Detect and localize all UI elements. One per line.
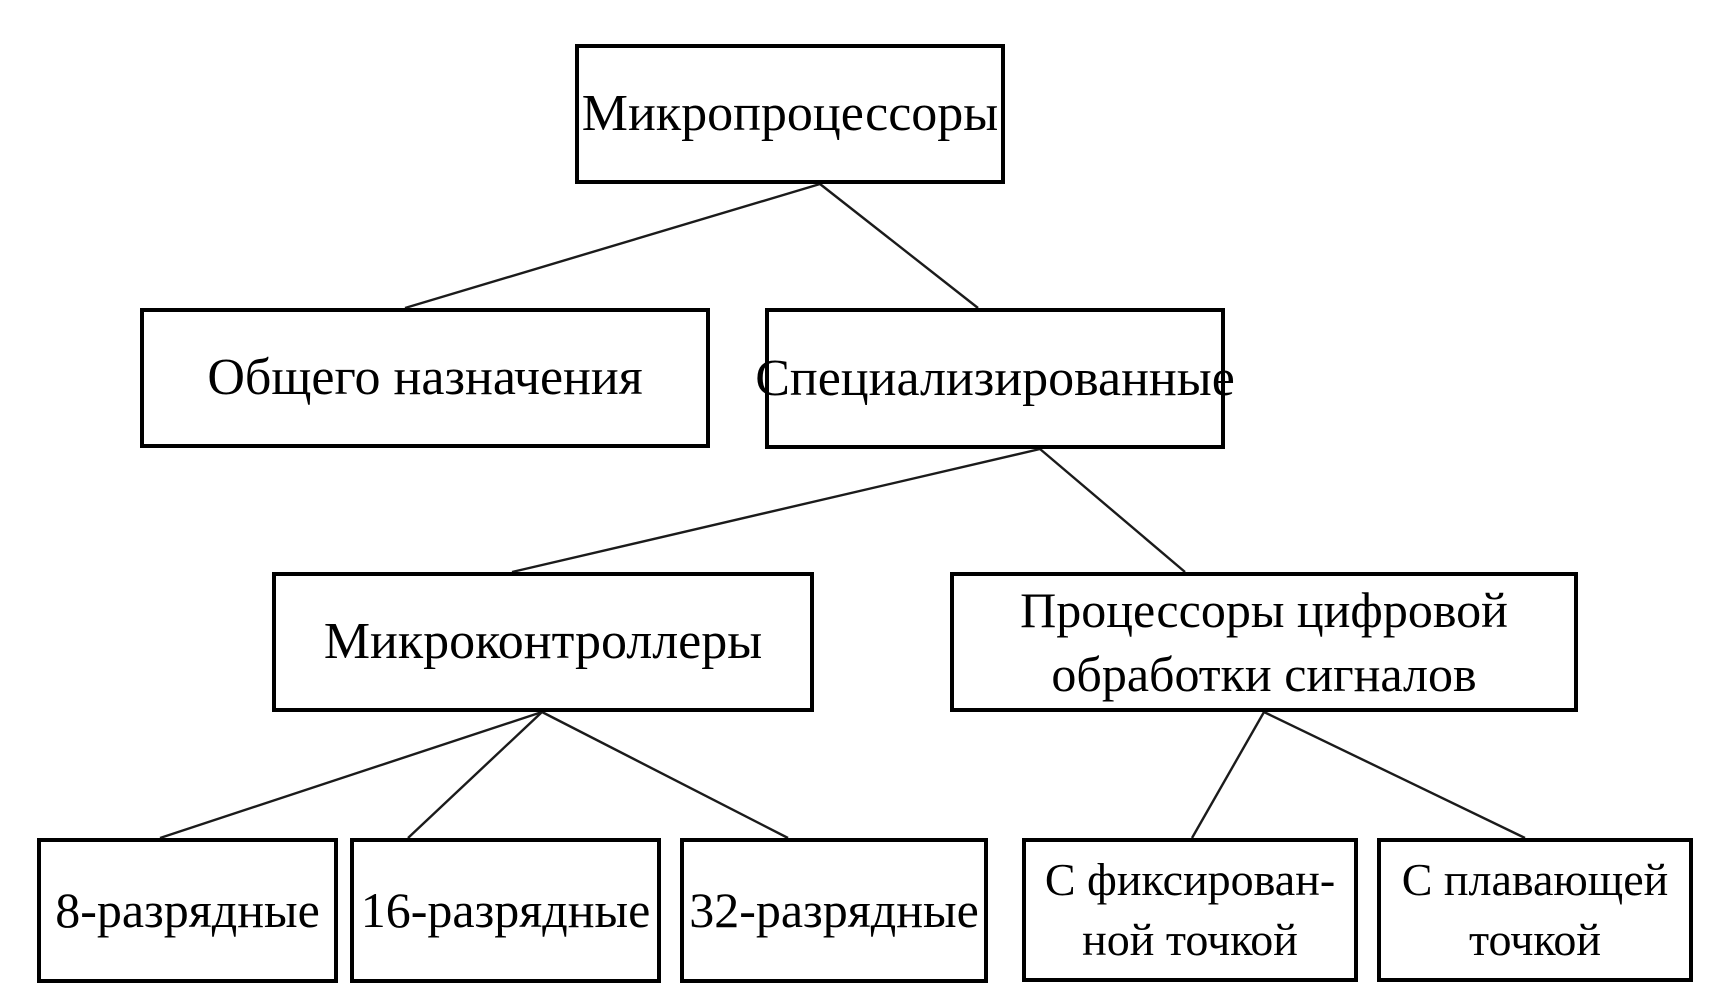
node-microcontrollers-label: Микроконтроллеры — [323, 613, 763, 671]
node-8-bit: 8-разрядные — [37, 838, 338, 983]
node-fixed-point: С фиксирован- ной точкой — [1022, 838, 1358, 982]
edge-mcu-bit16 — [407, 711, 543, 839]
node-8-bit-label: 8-разрядные — [55, 882, 320, 938]
node-16-bit-label: 16-разрядные — [360, 882, 651, 938]
edge-dsp-floating-point — [1263, 710, 1526, 840]
node-specialized: Специализированные — [755, 308, 1235, 449]
edge-mcu-bit32 — [541, 710, 789, 840]
edge-root-specialized — [819, 183, 979, 309]
node-32-bit-label: 32-разрядные — [689, 882, 979, 938]
node-32-bit: 32-разрядные — [680, 838, 988, 983]
node-microcontrollers: Микроконтроллеры — [272, 572, 814, 712]
node-fixed-point-label: С фиксирован- ной точкой — [1044, 854, 1336, 965]
node-general-purpose: Общего назначения — [140, 308, 710, 448]
node-16-bit: 16-разрядные — [350, 838, 661, 983]
node-digital-signal-processors: Процессоры цифровой обработки сигналов — [950, 572, 1578, 712]
edge-mcu-bit8 — [159, 710, 543, 840]
node-floating-point: С плавающей точкой — [1377, 838, 1693, 982]
edge-dsp-fixed-point — [1190, 711, 1266, 839]
node-microprocessors: Микропроцессоры — [575, 44, 1005, 184]
node-microprocessors-label: Микропроцессоры — [581, 85, 999, 143]
node-digital-signal-processors-label: Процессоры цифровой обработки сигналов — [1020, 582, 1508, 702]
edge-specialized-dsp — [1039, 448, 1186, 573]
edge-specialized-mcu — [511, 447, 1041, 574]
node-general-purpose-label: Общего назначения — [207, 349, 643, 407]
node-floating-point-label: С плавающей точкой — [1401, 854, 1669, 965]
edge-root-general — [404, 182, 821, 310]
node-specialized-label: Специализированные — [755, 349, 1235, 407]
